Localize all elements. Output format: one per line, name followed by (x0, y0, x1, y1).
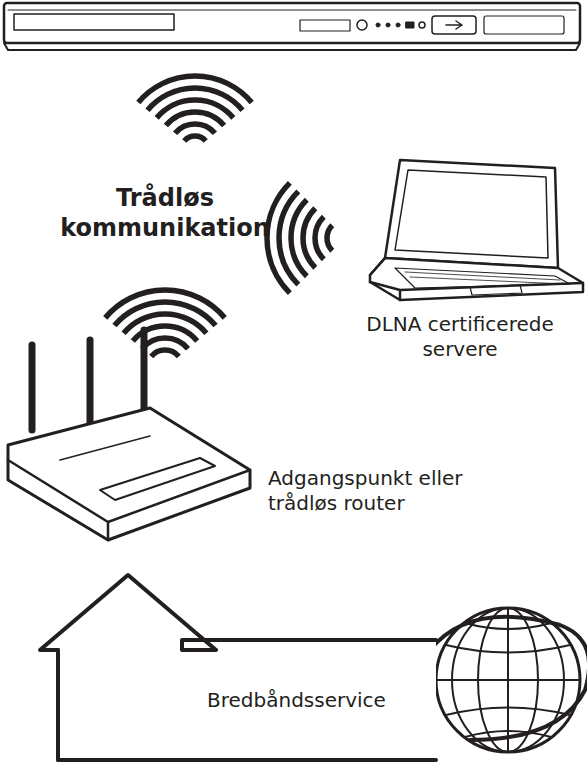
router-label: Adgangspunkt eller trådløs router (268, 466, 518, 516)
wave-arc (133, 326, 197, 341)
wave-arc (114, 302, 215, 326)
wireless-label: Trådløs kommunikation (60, 183, 270, 243)
wave-arc (327, 225, 332, 250)
wave-arc (148, 88, 243, 110)
wave-arc (157, 100, 234, 118)
broadband-label: Bredbåndsservice (205, 688, 388, 713)
wave-arc (315, 217, 324, 259)
globe (430, 608, 587, 752)
wave-arc (303, 208, 315, 267)
wave-arc (279, 191, 298, 284)
wave-arc (105, 290, 225, 318)
wave-arc (142, 338, 188, 349)
wave-arc (124, 314, 207, 333)
wave-arc (151, 350, 179, 356)
wave-arc (166, 112, 224, 126)
server-label: DLNA certificerede servere (345, 312, 575, 362)
wave-arc (267, 183, 290, 293)
wireless-router (8, 330, 250, 540)
broadband-arrow (40, 575, 436, 760)
wave-arc (138, 76, 251, 102)
laptop (370, 160, 583, 300)
wave-arc (175, 124, 215, 133)
wave-arc (291, 200, 307, 276)
wave-arc (184, 136, 205, 141)
blu-ray-player (4, 3, 580, 50)
